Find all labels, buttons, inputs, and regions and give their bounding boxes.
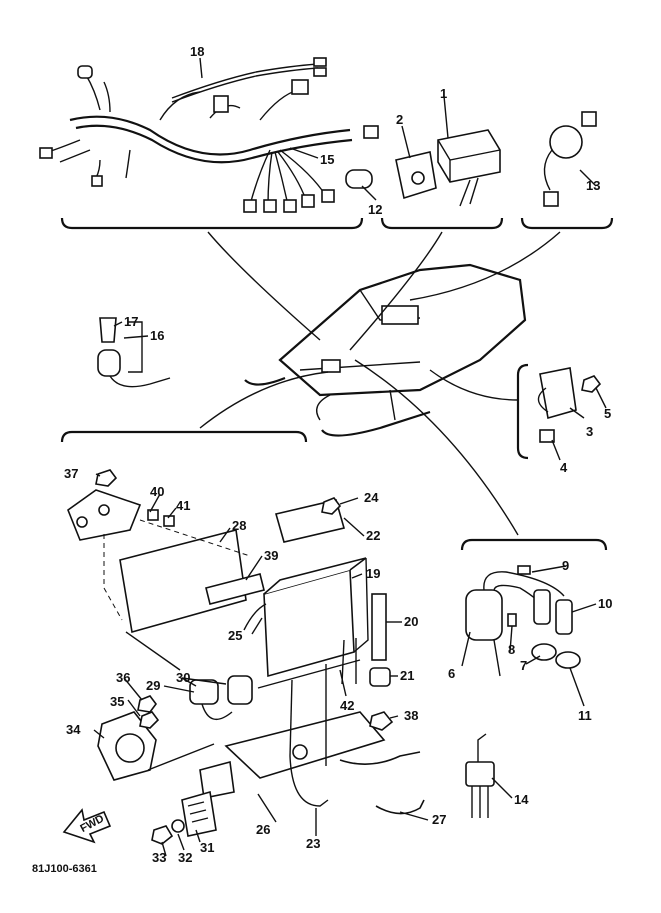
callout-6: 6 <box>448 666 455 681</box>
callout-12: 12 <box>368 202 382 217</box>
callout-21: 21 <box>400 668 414 683</box>
electrical-box <box>67 469 265 671</box>
callout-11: 11 <box>578 708 592 723</box>
callout-2: 2 <box>396 112 403 127</box>
leader-curves <box>199 231 561 536</box>
main-switch <box>543 111 597 207</box>
callout-34: 34 <box>66 722 81 737</box>
callout-29: 29 <box>146 678 160 693</box>
callout-leaders <box>93 57 607 857</box>
callout-27: 27 <box>432 812 446 827</box>
battery-tray <box>224 638 425 815</box>
callout-7: 7 <box>520 658 527 673</box>
callout-13: 13 <box>586 178 600 193</box>
callout-labels: 18 15 12 2 1 13 17 16 5 3 4 9 10 6 8 7 1… <box>64 44 612 865</box>
tail-lamp <box>97 317 171 388</box>
callout-16: 16 <box>150 328 164 343</box>
callout-39: 39 <box>264 548 278 563</box>
callout-41: 41 <box>176 498 190 513</box>
lead-wire <box>171 57 327 103</box>
relay-parts <box>97 675 253 845</box>
callout-15: 15 <box>320 152 334 167</box>
battery <box>243 497 391 689</box>
callout-32: 32 <box>178 850 192 865</box>
ignition-coil <box>465 565 581 677</box>
snowmobile-body <box>244 263 527 437</box>
callout-37: 37 <box>64 466 78 481</box>
callout-14: 14 <box>514 792 529 807</box>
plug <box>345 169 373 189</box>
callout-35: 35 <box>110 694 124 709</box>
callout-9: 9 <box>562 558 569 573</box>
callout-40: 40 <box>150 484 164 499</box>
callout-1: 1 <box>440 86 447 101</box>
front-arrow <box>62 808 112 844</box>
toggle-switch <box>465 733 495 818</box>
callout-18: 18 <box>190 44 204 59</box>
callout-28: 28 <box>232 518 246 533</box>
callout-31: 31 <box>200 840 214 855</box>
callout-8: 8 <box>508 642 515 657</box>
cdi-unit <box>395 129 501 207</box>
callout-36: 36 <box>116 670 130 685</box>
callout-26: 26 <box>256 822 270 837</box>
callout-23: 23 <box>306 836 320 851</box>
wire-harness <box>39 65 379 213</box>
callout-42: 42 <box>340 698 354 713</box>
callout-3: 3 <box>586 424 593 439</box>
callout-30: 30 <box>176 670 190 685</box>
group-brackets <box>60 217 614 551</box>
callout-10: 10 <box>598 596 612 611</box>
callout-20: 20 <box>404 614 418 629</box>
callout-22: 22 <box>366 528 380 543</box>
callout-33: 33 <box>152 850 166 865</box>
callout-17: 17 <box>124 314 138 329</box>
callout-19: 19 <box>366 566 380 581</box>
callout-5: 5 <box>604 406 611 421</box>
callout-38: 38 <box>404 708 418 723</box>
callout-4: 4 <box>560 460 568 475</box>
callout-24: 24 <box>364 490 379 505</box>
callout-25: 25 <box>228 628 242 643</box>
diagram-code: 81J100-6361 <box>32 863 97 875</box>
